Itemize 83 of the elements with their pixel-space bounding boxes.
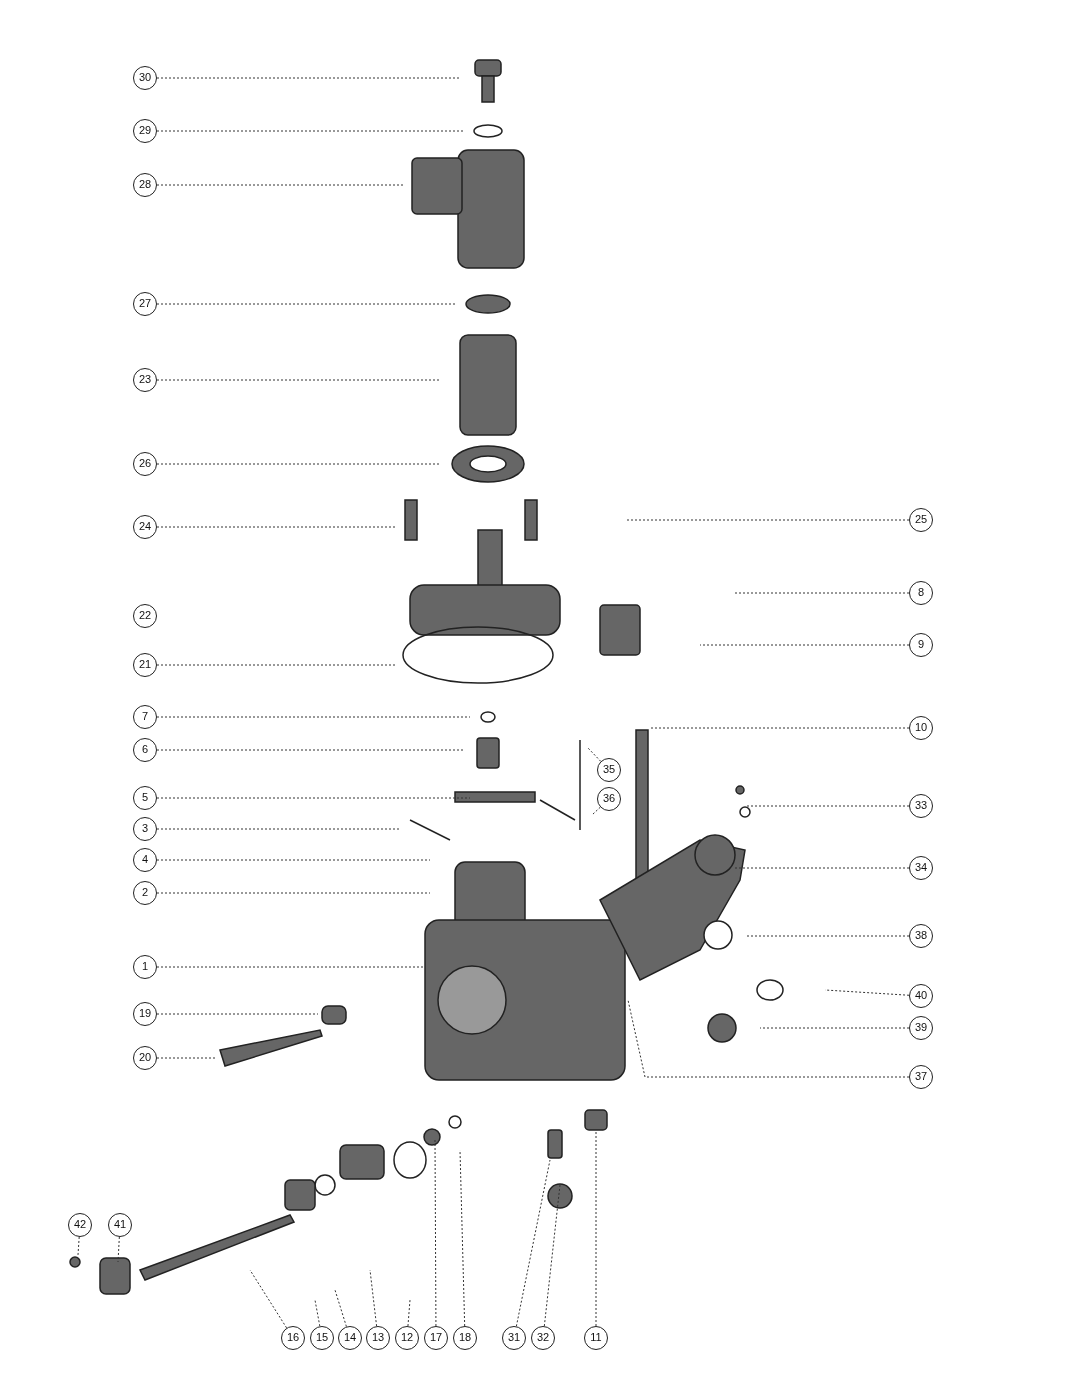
callout-number: 40 [909, 984, 933, 1008]
leader-line [515, 1159, 551, 1327]
leader-line [156, 526, 396, 528]
leader-line [649, 727, 910, 729]
leader-line [699, 644, 910, 646]
callout-number: 42 [68, 1213, 92, 1237]
callout-number: 24 [133, 515, 157, 539]
leader-line [249, 1269, 288, 1329]
callout-number: 17 [424, 1326, 448, 1350]
callout-number: 16 [281, 1326, 305, 1350]
callout-number: 15 [310, 1326, 334, 1350]
leader-line [744, 935, 910, 937]
callout-number: 41 [108, 1213, 132, 1237]
leader-line [156, 130, 466, 132]
callout-number: 4 [133, 848, 157, 872]
callout-number: 26 [133, 452, 157, 476]
callout-number: 7 [133, 705, 157, 729]
callout-number: 19 [133, 1002, 157, 1026]
leader-line [734, 867, 910, 869]
callout-number: 21 [133, 653, 157, 677]
leader-line [156, 1057, 216, 1059]
leader-line [734, 592, 910, 594]
leader-line [156, 664, 396, 666]
leader-line [156, 77, 461, 79]
leader-line [334, 1289, 347, 1328]
callout-number: 38 [909, 924, 933, 948]
callout-number: 14 [338, 1326, 362, 1350]
callout-number: 32 [531, 1326, 555, 1350]
callout-number: 39 [909, 1016, 933, 1040]
callout-number: 5 [133, 786, 157, 810]
callout-number: 23 [133, 368, 157, 392]
callout-number: 27 [133, 292, 157, 316]
callout-number: 22 [133, 604, 157, 628]
callout-number: 20 [133, 1046, 157, 1070]
leader-line [587, 747, 602, 762]
callout-number: 10 [909, 716, 933, 740]
leader-line [314, 1299, 321, 1327]
leader-line [156, 1013, 319, 1015]
leader-line [156, 716, 471, 718]
leader-line [156, 463, 441, 465]
leader-line [156, 303, 456, 305]
leader-line [595, 1129, 597, 1327]
leader-line [627, 999, 910, 1078]
callout-number: 37 [909, 1065, 933, 1089]
callout-number: 30 [133, 66, 157, 90]
leader-line [156, 749, 466, 751]
callout-number: 35 [597, 758, 621, 782]
callout-number: 2 [133, 881, 157, 905]
leader-line [156, 859, 431, 861]
leader-line [156, 184, 406, 186]
leader-line [543, 1184, 561, 1327]
leader-line [156, 828, 401, 830]
leader-line [156, 892, 431, 894]
leader-line [407, 1299, 411, 1327]
callout-number: 8 [909, 581, 933, 605]
callout-number: 18 [453, 1326, 477, 1350]
callout-number: 34 [909, 856, 933, 880]
callout-number: 1 [133, 955, 157, 979]
leader-line [434, 1139, 437, 1327]
leader-line [459, 1149, 466, 1327]
leader-line [759, 1027, 910, 1029]
callout-number: 28 [133, 173, 157, 197]
callout-number: 31 [502, 1326, 526, 1350]
callout-number: 9 [909, 633, 933, 657]
leader-line [591, 806, 601, 816]
callout-number: 13 [366, 1326, 390, 1350]
leader-line [824, 989, 910, 996]
leader-line [156, 797, 471, 799]
callout-number: 33 [909, 794, 933, 818]
callout-number: 12 [395, 1326, 419, 1350]
callout-number: 6 [133, 738, 157, 762]
leader-line [369, 1269, 378, 1327]
leader-line [156, 966, 426, 968]
leader-line [744, 805, 910, 807]
callout-number: 25 [909, 508, 933, 532]
leader-line [156, 379, 441, 381]
callout-number: 29 [133, 119, 157, 143]
leader-line [77, 1236, 80, 1256]
leader-line [624, 519, 910, 521]
callout-number: 36 [597, 787, 621, 811]
callout-number: 11 [584, 1326, 608, 1350]
leader-line [117, 1236, 120, 1263]
callout-number: 3 [133, 817, 157, 841]
